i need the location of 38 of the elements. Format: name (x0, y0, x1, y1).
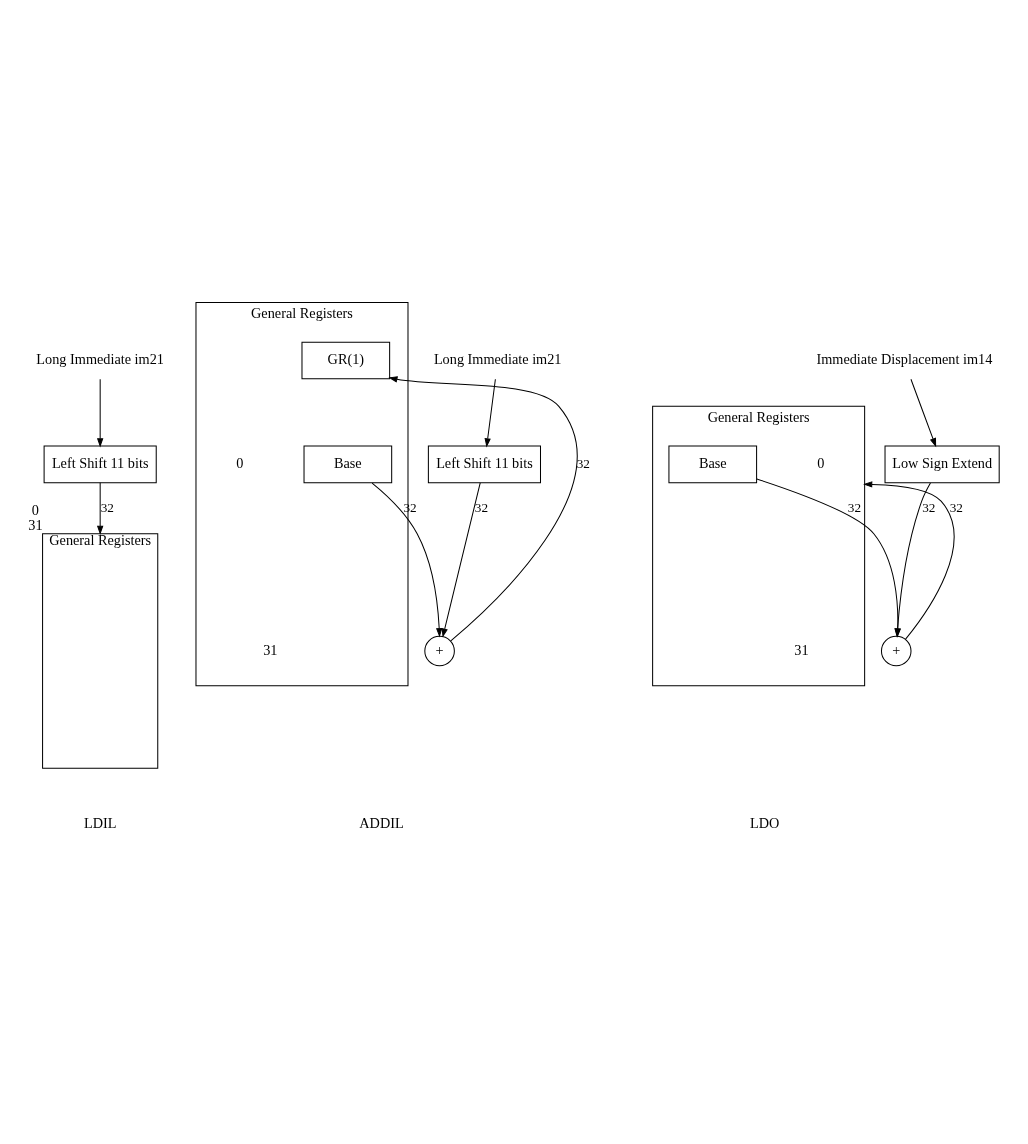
node-circle: + (880, 635, 912, 666)
edge-label: 32 (474, 499, 489, 515)
arrow (388, 375, 578, 641)
edge-label: 32 (922, 499, 936, 515)
arrow (910, 378, 937, 447)
node-label: 31 (794, 641, 809, 658)
node-box: Left Shift 11 bits (427, 445, 541, 483)
edge-label: 32 (847, 499, 862, 515)
edge-label: 32 (403, 499, 417, 515)
arrow (441, 481, 481, 638)
node-box: Left Shift 11 bits (43, 445, 157, 483)
arrow (371, 482, 443, 637)
label: LDIL (83, 814, 117, 831)
node-circle: + (424, 635, 455, 666)
node-text: Long Immediate im21 (433, 350, 562, 367)
node-text: Immediate Displacement im14 (816, 350, 993, 367)
label: LDO (750, 814, 780, 831)
label: ADDIL (359, 814, 404, 831)
arrow (96, 481, 104, 535)
node-box: Low Sign Extend (884, 445, 1000, 483)
edge-label: 32 (576, 455, 590, 471)
node-label: 0 (817, 454, 825, 471)
edge-label: 32 (949, 499, 963, 515)
edge-label: 32 (100, 499, 114, 515)
node-label: 31 (28, 516, 43, 533)
arrow (863, 480, 955, 640)
arrow (96, 378, 104, 447)
node-label: 0 (31, 501, 40, 518)
node-text: Long Immediate im21 (36, 350, 164, 367)
arrow (756, 477, 901, 638)
node-box: Base (668, 445, 758, 483)
node-box: Base (303, 445, 393, 483)
node-box: General Registers (42, 532, 159, 769)
node-box: GR(1) (301, 341, 391, 379)
node-label: 0 (236, 454, 244, 471)
node-label: 31 (263, 641, 278, 658)
arrow (894, 482, 931, 638)
arrow (484, 378, 496, 447)
